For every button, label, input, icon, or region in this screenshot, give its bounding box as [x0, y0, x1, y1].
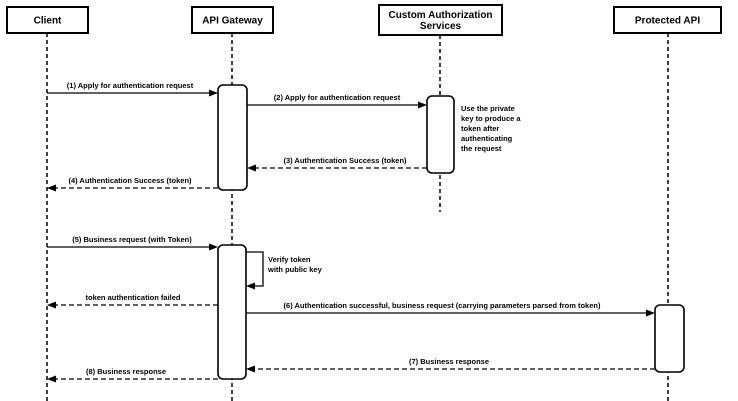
message-label-4: (4) Authentication Success (token) — [68, 176, 192, 185]
note-label: Use the private — [461, 104, 515, 113]
message-arrowhead-2 — [418, 101, 427, 109]
message-label-9: (8) Business response — [86, 367, 166, 376]
note-label: the request — [461, 144, 502, 153]
actor-label-protected-api: Protected API — [635, 16, 700, 27]
actor-api-gateway: API Gateway — [191, 6, 274, 34]
note-label: key to produce a — [461, 114, 521, 123]
self-message-label: Verify token — [268, 255, 311, 264]
message-label-5: (5) Business request (with Token) — [72, 235, 192, 244]
message-label-8: (7) Business response — [409, 357, 489, 366]
message-label-1: (1) Apply for authentication request — [67, 81, 194, 90]
actor-box-protected-api — [613, 6, 722, 34]
actor-label-api-gateway: API Gateway — [202, 16, 263, 27]
actor-box-custom-authorization-services — [378, 4, 503, 36]
message-arrowhead-3 — [247, 164, 256, 172]
message-label-7: (6) Authentication successful, business … — [284, 301, 601, 310]
note-label: token after — [461, 124, 499, 133]
self-message-label: with public key — [267, 265, 323, 274]
message-arrowhead-5 — [209, 243, 218, 251]
message-arrowhead-7 — [646, 309, 655, 317]
message-arrowhead-8 — [246, 365, 255, 373]
message-label-2: (2) Apply for authentication request — [274, 93, 401, 102]
actor-label-client: Client — [34, 16, 62, 27]
activation-protected-api — [654, 304, 685, 373]
actor-box-api-gateway — [191, 6, 274, 34]
actor-box-client — [6, 6, 89, 34]
message-arrowhead-9 — [47, 375, 56, 383]
message-label-6: token authentication failed — [85, 293, 180, 302]
activation-custom-authorization-services — [426, 95, 455, 174]
message-arrowhead-1 — [209, 89, 218, 97]
message-label-3: (3) Authentication Success (token) — [283, 156, 407, 165]
self-message-arrowhead — [246, 282, 255, 290]
activation-api-gateway — [217, 244, 247, 380]
activation-api-gateway — [217, 84, 248, 191]
message-arrowhead-4 — [47, 184, 56, 192]
message-arrowhead-6 — [47, 301, 56, 309]
actor-client: Client — [6, 6, 89, 34]
note-label: authenticating — [461, 134, 513, 143]
self-message-line — [246, 251, 264, 287]
actor-label-custom-authorization-services: Custom Authorization — [388, 10, 492, 21]
actor-protected-api: Protected API — [613, 6, 722, 34]
actor-label-custom-authorization-services: Services — [420, 21, 462, 32]
